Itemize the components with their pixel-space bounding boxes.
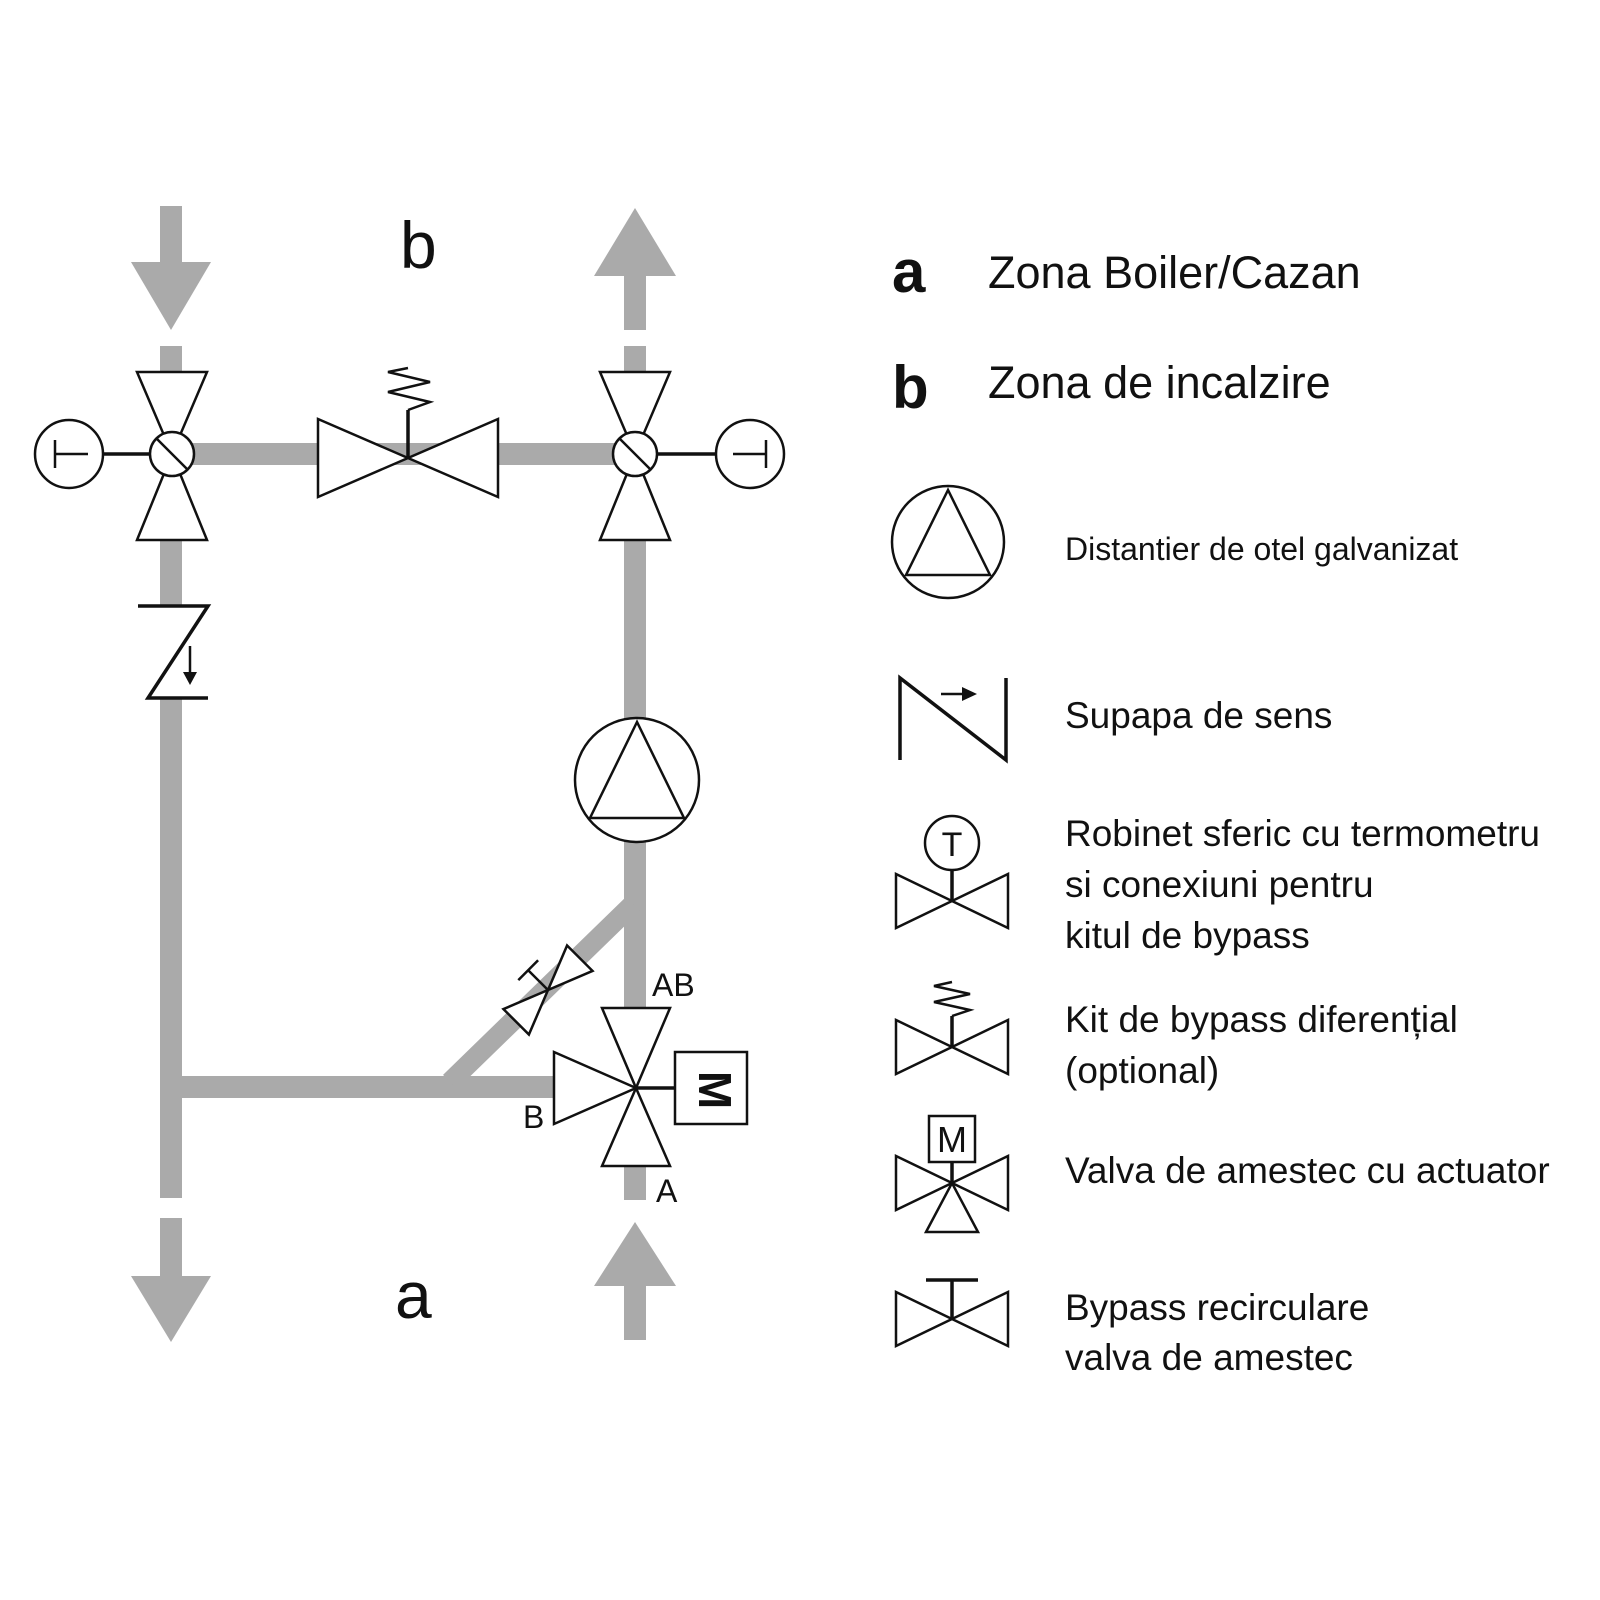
handle-stem — [527, 969, 549, 991]
valve-triangle-left — [501, 987, 551, 1037]
legend-bypass-kit-icon — [894, 980, 1010, 1076]
outlet-arrow-shaft — [624, 272, 646, 330]
legend-check-valve-zigzag — [898, 674, 1008, 764]
legend-bypass-kit-line1: Kit de bypass diferențial — [1065, 999, 1458, 1040]
valve-triangle-top — [598, 370, 672, 458]
outlet-arrow-head — [594, 208, 676, 276]
legend-bypass-kit-line2: (optional) — [1065, 1050, 1219, 1091]
legend: a Zona Boiler/Cazan b Zona de incalzire … — [890, 238, 1550, 1378]
legend-mixing-valve-bottom — [923, 1180, 981, 1234]
legend-pump-icon — [890, 484, 1006, 600]
legend-zone-a-letter: a — [892, 238, 926, 305]
legend-recirc-bypass-line2: valva de amestec — [1065, 1337, 1353, 1378]
legend-check-valve-icon — [898, 674, 1008, 764]
recirculation-bypass-valve — [501, 943, 595, 1037]
top-pipe — [182, 443, 624, 465]
legend-ball-valve-line3: kitul de bypass — [1065, 915, 1310, 956]
inlet-arrow-head — [131, 262, 211, 330]
legend-zone-a-text: Zona Boiler/Cazan — [988, 247, 1361, 298]
right-ball-valve — [598, 370, 786, 542]
right-pipe-lower — [624, 840, 646, 1008]
handle-bar — [517, 959, 539, 981]
left-pipe — [160, 540, 182, 1198]
ball-slash — [619, 438, 651, 470]
legend-zone-b-text: Zona de incalzire — [988, 357, 1331, 408]
boiler-return-arrow-shaft — [160, 1218, 182, 1280]
left-ball-valve — [33, 370, 209, 542]
check-valve — [138, 604, 212, 700]
spring-icon — [387, 366, 435, 412]
port-label-b: B — [523, 1099, 544, 1135]
circulation-pump — [573, 716, 701, 844]
actuator-letter: M — [689, 1071, 741, 1109]
boiler-return-arrow-head — [131, 1276, 211, 1342]
legend-thermometer-circle — [923, 814, 981, 872]
legend-check-arrow-head — [962, 687, 977, 701]
valve-triangle-bottom — [600, 1084, 672, 1168]
right-pipe-top — [624, 346, 646, 372]
port-label-a: A — [656, 1173, 678, 1209]
valve-triangle-left — [552, 1050, 640, 1126]
valve-triangle-top — [135, 370, 209, 458]
pipe-network — [131, 206, 676, 1342]
valve-triangle-bottom — [598, 450, 672, 542]
valve-triangle-bottom — [135, 450, 209, 542]
legend-mixing-valve-left — [894, 1154, 955, 1212]
right-pipe-upper — [624, 540, 646, 720]
pump-triangle-icon — [587, 719, 687, 820]
legend-recirc-left — [894, 1290, 955, 1348]
boiler-supply-arrow-head — [594, 1222, 676, 1286]
legend-ball-valve-line1: Robinet sferic cu termometru — [1065, 813, 1540, 854]
legend-zone-b-letter: b — [892, 354, 929, 421]
legend-ball-valve-right — [949, 872, 1010, 930]
valve-triangle-left — [316, 417, 412, 499]
legend-pump-text: Distantier de otel galvanizat — [1065, 531, 1458, 567]
legend-spring-icon — [933, 980, 975, 1018]
legend-ball-valve-icon: T — [894, 814, 1010, 930]
valve-triangle-right — [545, 943, 595, 993]
port-label-ab: AB — [652, 967, 695, 1003]
legend-actuator-box — [927, 1114, 977, 1164]
zone-label-top: b — [400, 208, 437, 282]
legend-bypass-kit-right — [949, 1018, 1010, 1076]
bottom-pipe — [182, 1076, 554, 1098]
differential-bypass-valve — [316, 366, 500, 499]
left-pipe-top — [160, 346, 182, 372]
legend-recirc-right — [949, 1290, 1010, 1348]
legend-ball-valve-left — [894, 872, 955, 930]
actuator-box-icon — [673, 1050, 749, 1126]
legend-ball-valve-line2: si conexiuni pentru — [1065, 864, 1374, 905]
valve-triangle-top — [600, 1006, 672, 1092]
valve-triangle-right — [404, 417, 500, 499]
ball-slash — [156, 438, 188, 470]
boiler-supply-arrow-shaft — [624, 1282, 646, 1340]
legend-recirc-bypass-icon — [894, 1278, 1010, 1348]
zone-label-bottom: a — [395, 1258, 432, 1332]
right-pipe-bottom — [624, 1166, 646, 1200]
legend-actuator-letter: M — [937, 1119, 967, 1160]
legend-check-valve-text: Supapa de sens — [1065, 695, 1332, 736]
inlet-arrow-shaft — [160, 206, 182, 268]
legend-pump-triangle — [903, 487, 993, 577]
legend-mixing-valve-right — [949, 1154, 1010, 1212]
check-valve-icon — [138, 604, 212, 700]
legend-thermometer-letter: T — [942, 826, 963, 864]
flow-arrow-icon — [183, 672, 197, 685]
legend-mixing-valve-icon: M — [894, 1114, 1010, 1234]
legend-bypass-kit-left — [894, 1018, 955, 1076]
legend-recirc-bypass-line1: Bypass recirculare — [1065, 1287, 1369, 1328]
legend-mixing-valve-text: Valva de amestec cu actuator — [1065, 1150, 1550, 1191]
mixing-valve: M — [552, 1006, 749, 1168]
